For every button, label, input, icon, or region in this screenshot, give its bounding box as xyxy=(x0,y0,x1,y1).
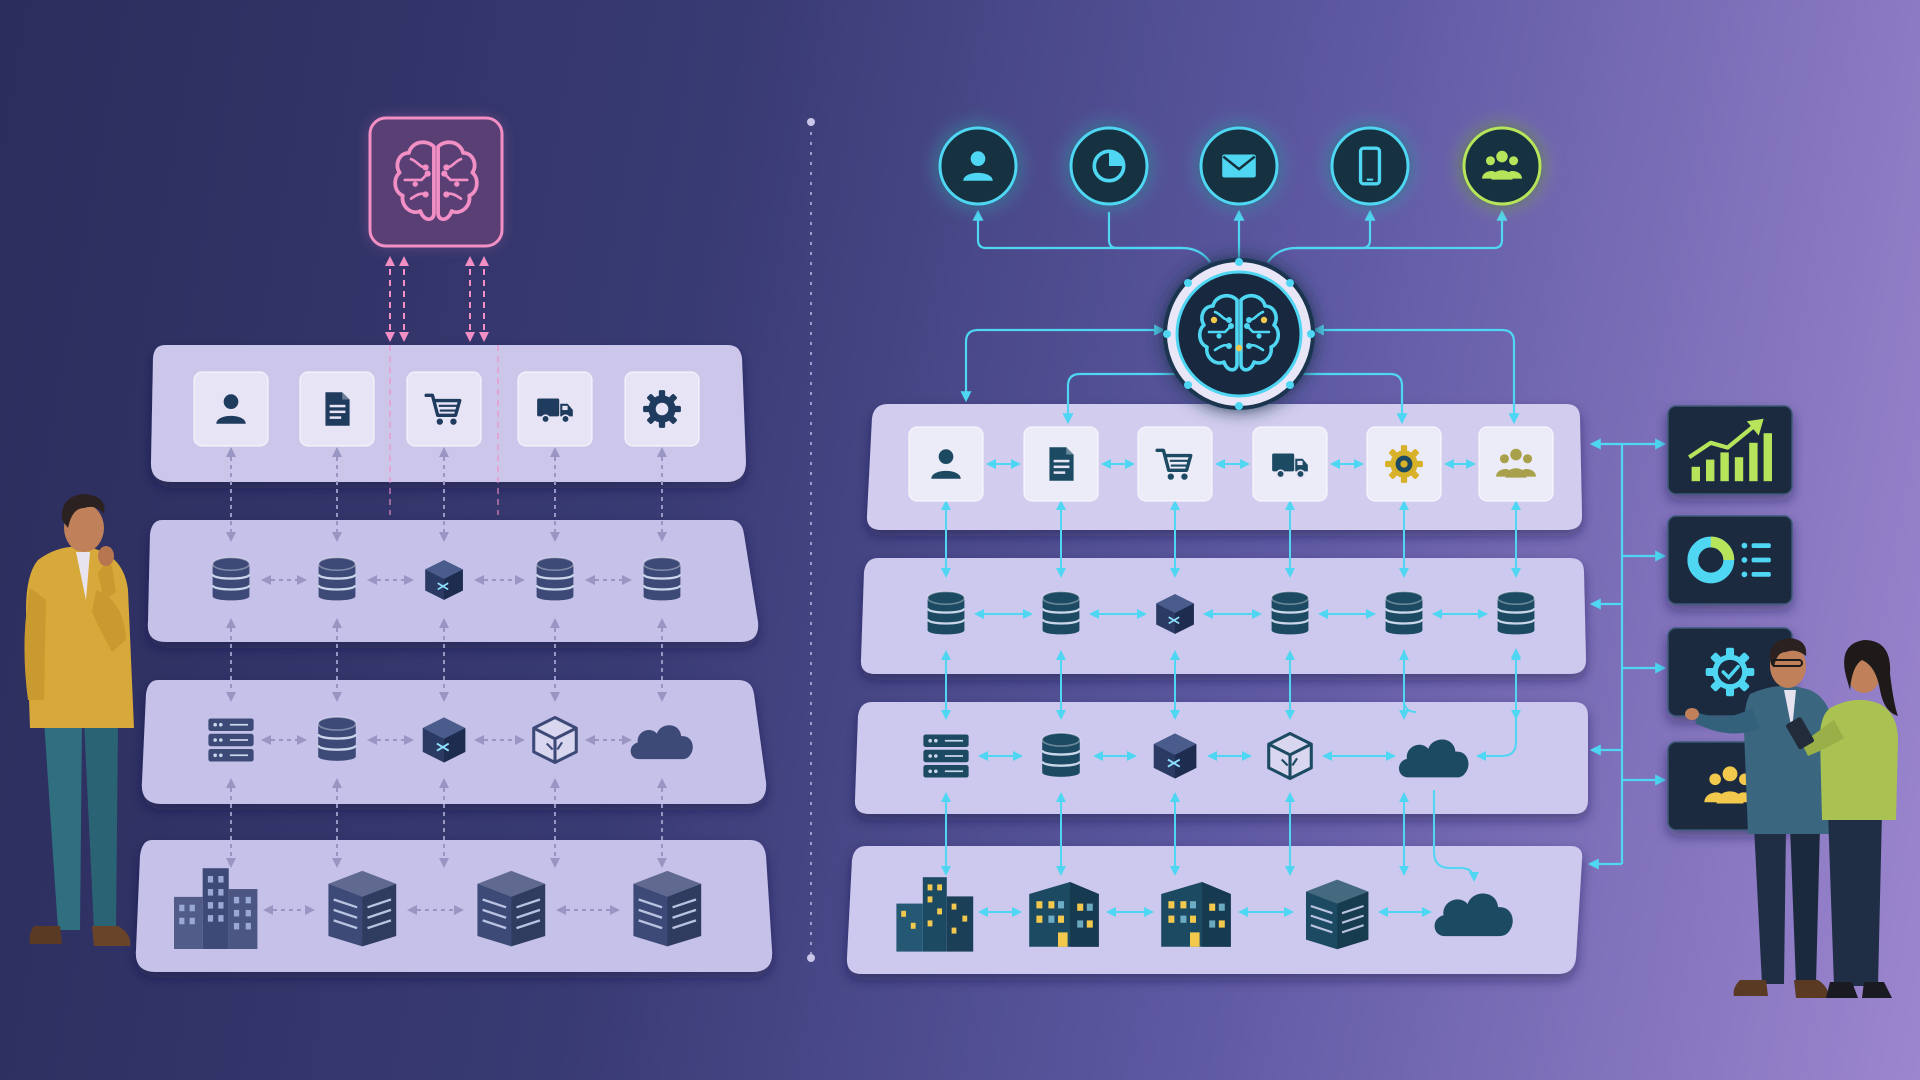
database-icon xyxy=(211,556,251,602)
right-channel-icons xyxy=(938,126,1542,206)
wireframe-cube-icon xyxy=(1267,731,1313,781)
section-divider xyxy=(807,118,815,962)
server-block-icon xyxy=(1304,878,1370,951)
office-building-icon xyxy=(1161,882,1231,947)
database-icon xyxy=(1384,590,1424,636)
database-icon xyxy=(316,715,358,763)
connector-arrow xyxy=(1403,650,1417,713)
server-block-icon xyxy=(632,869,703,948)
dashboard-bus xyxy=(1587,438,1667,870)
left-connectors xyxy=(226,447,667,915)
left-brain-connectors xyxy=(385,256,499,515)
gear-icon xyxy=(643,390,681,428)
server-block-icon xyxy=(476,869,547,948)
person-presenting-man xyxy=(1685,638,1836,998)
left-icons xyxy=(174,371,703,949)
channel-badge xyxy=(1462,126,1542,206)
database-icon xyxy=(1040,731,1082,779)
office-building-icon xyxy=(1029,882,1099,947)
server-block-icon xyxy=(327,869,398,948)
connector-arrow xyxy=(1433,790,1479,882)
connector-arrow xyxy=(1476,648,1521,761)
server-rack-icon xyxy=(207,717,255,763)
database-icon xyxy=(1041,590,1081,636)
gear-check-icon xyxy=(1703,645,1757,699)
database-icon xyxy=(317,556,357,602)
database-icon xyxy=(1270,590,1310,636)
database-icon xyxy=(926,590,966,636)
right-brain-hub xyxy=(1163,258,1315,410)
server-rack-icon xyxy=(922,733,970,779)
person-woman-with-tablet xyxy=(1785,640,1898,998)
right-hub-connectors xyxy=(960,209,1520,425)
right-icons xyxy=(896,426,1554,952)
database-icon xyxy=(642,556,682,602)
gear-icon xyxy=(1385,445,1423,483)
person-thinking-man xyxy=(24,494,134,946)
database-icon xyxy=(535,556,575,602)
channel-badge xyxy=(1330,126,1410,206)
left-brain-hub xyxy=(368,116,504,248)
icon-tile xyxy=(1137,426,1213,502)
right-architecture xyxy=(846,126,1793,974)
document-icon xyxy=(1049,447,1074,481)
database-icon xyxy=(1496,590,1536,636)
left-architecture xyxy=(135,116,773,972)
wireframe-cube-icon xyxy=(532,715,578,765)
mail-icon xyxy=(1220,153,1258,179)
dashboard-panel xyxy=(1667,405,1793,495)
icon-tile xyxy=(1478,426,1554,502)
right-layer-databases xyxy=(860,558,1586,674)
right-connectors xyxy=(941,459,1521,917)
icon-tile xyxy=(406,371,482,447)
document-icon xyxy=(325,392,350,426)
